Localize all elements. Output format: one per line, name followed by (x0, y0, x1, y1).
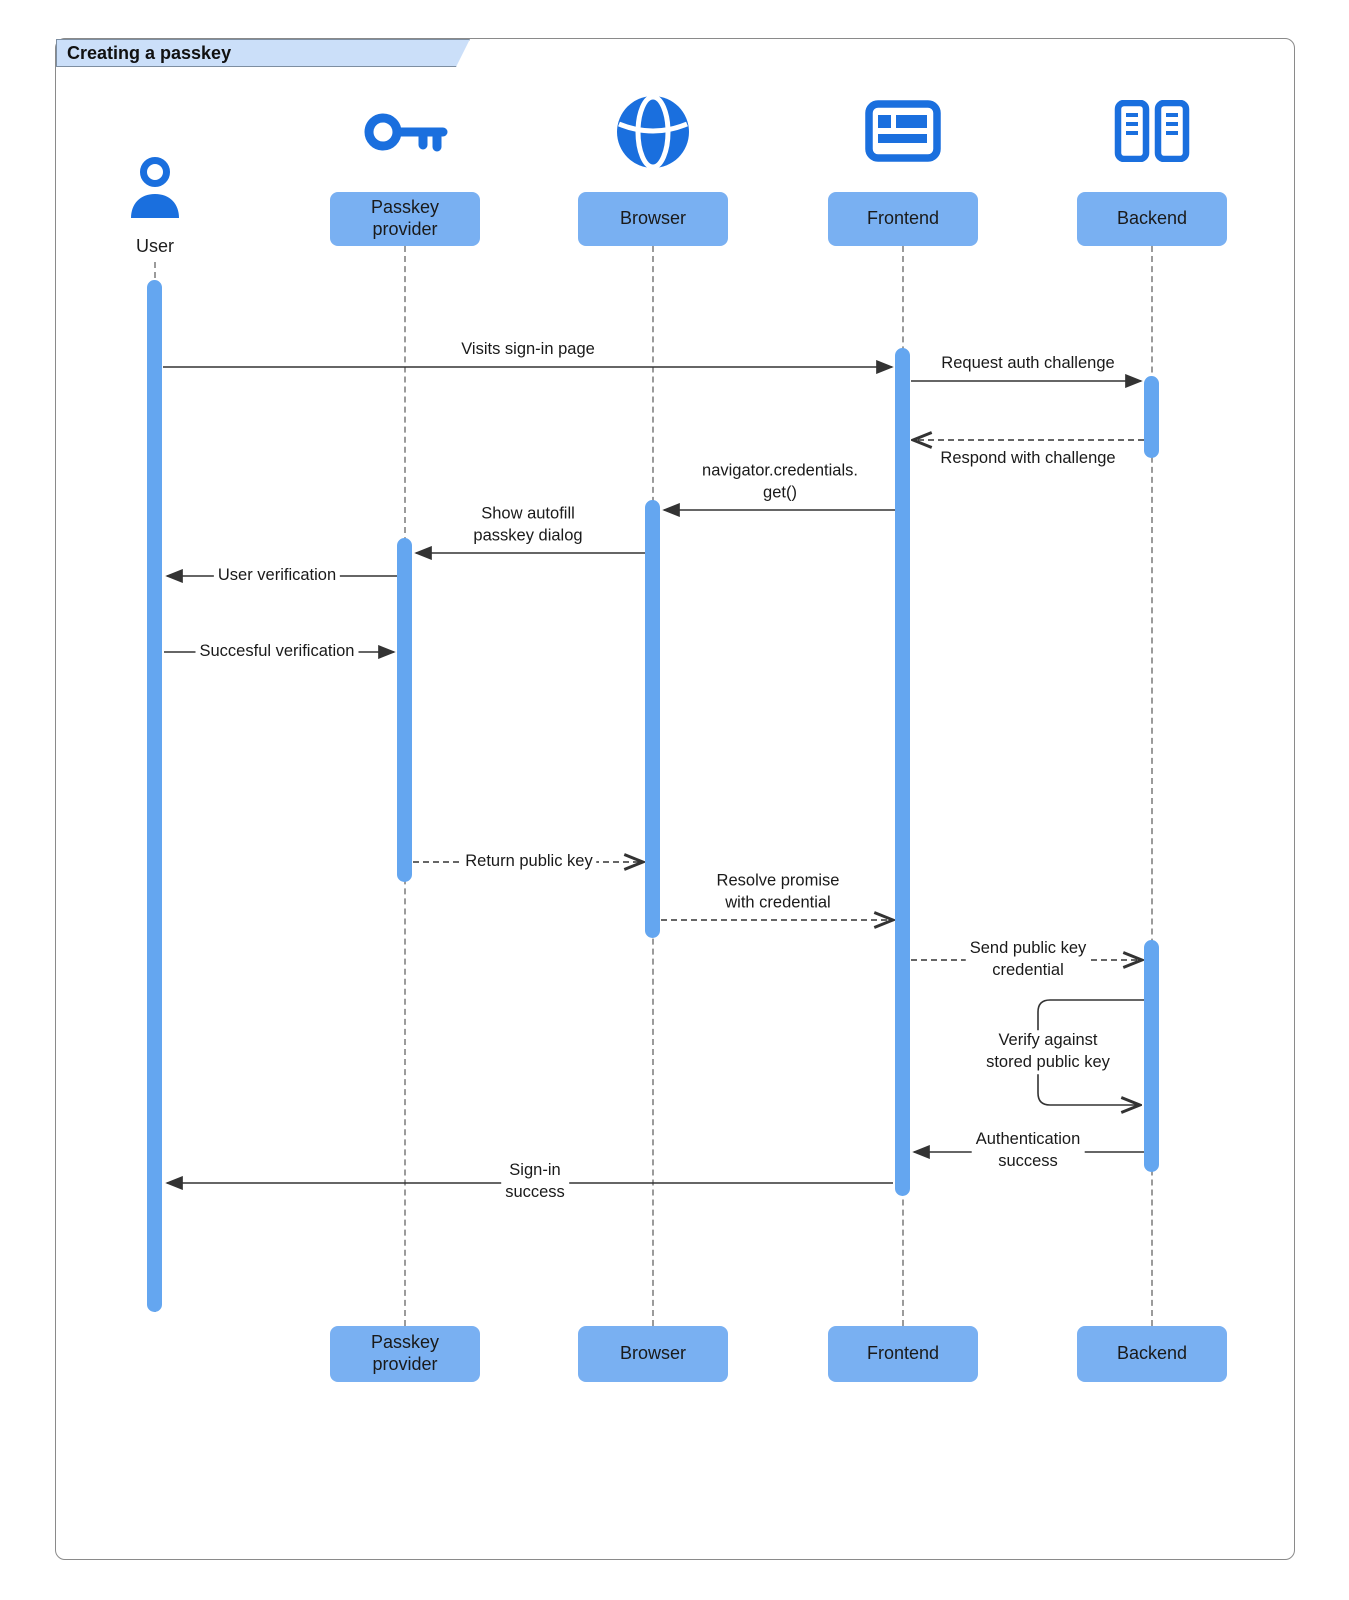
server-icon (1114, 100, 1190, 162)
actor-box-backend: Backend (1077, 192, 1227, 246)
lifeline-backend (1151, 246, 1153, 1326)
message-label-successful-verification: Succesful verification (195, 641, 359, 663)
actor-label-user: User (135, 236, 175, 256)
activation-bar-browser (645, 500, 660, 938)
footer-box-passkey-provider: Passkey provider (330, 1326, 480, 1382)
key-icon (364, 113, 448, 152)
message-label-request-auth: Request auth challenge (937, 353, 1119, 375)
message-label-resolve-promise: Resolve promise with credential (712, 870, 844, 914)
footer-box-frontend: Frontend (828, 1326, 978, 1382)
message-label-show-autofill: Show autofill passkey dialog (469, 503, 587, 547)
message-label-sign-in-success: Sign-in success (501, 1160, 569, 1204)
user-icon (131, 157, 179, 218)
footer-box-backend: Backend (1077, 1326, 1227, 1382)
actor-box-browser: Browser (578, 192, 728, 246)
window-icon (865, 100, 941, 162)
activation-bar-user (147, 280, 162, 1312)
diagram-title: Creating a passkey (56, 39, 470, 67)
message-label-navigator-credentials: navigator.credentials. get() (698, 460, 862, 504)
activation-bar-backend-2 (1144, 940, 1159, 1172)
message-label-visits-sign-in: Visits sign-in page (457, 339, 599, 361)
message-label-send-public-key: Send public key credential (965, 938, 1091, 982)
actor-box-passkey-provider: Passkey provider (330, 192, 480, 246)
footer-box-browser: Browser (578, 1326, 728, 1382)
message-label-verify-against: Verify against stored public key (982, 1030, 1114, 1074)
activation-bar-frontend (895, 348, 910, 1196)
actor-box-frontend: Frontend (828, 192, 978, 246)
activation-bar-backend-1 (1144, 376, 1159, 458)
globe-icon (617, 94, 689, 170)
message-label-respond-challenge: Respond with challenge (936, 448, 1120, 470)
message-label-return-public-key: Return public key (461, 851, 597, 873)
activation-bar-passkey-provider (397, 538, 412, 882)
message-label-authentication-success: Authentication success (971, 1129, 1085, 1173)
message-label-user-verification: User verification (213, 565, 341, 587)
diagram-frame (55, 38, 1295, 1560)
